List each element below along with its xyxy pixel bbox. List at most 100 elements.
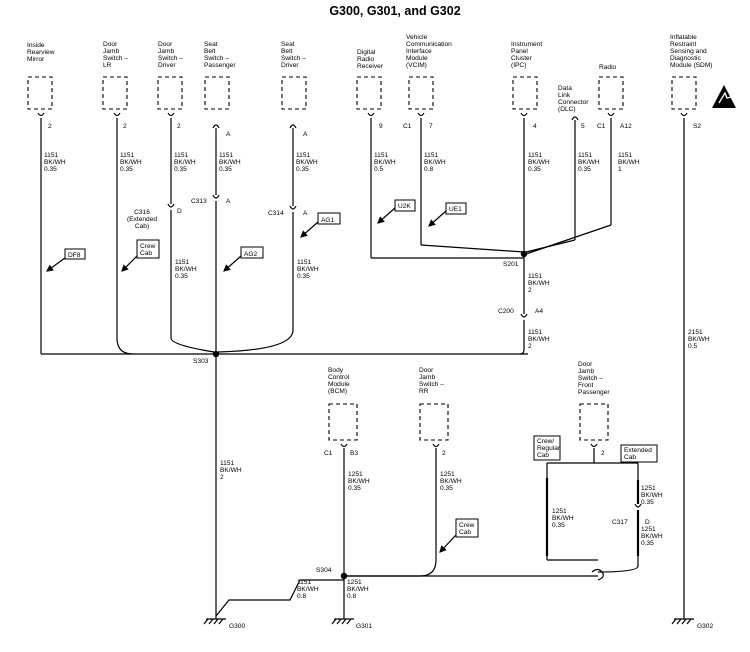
svg-text:S304: S304 [316, 567, 332, 574]
svg-text:U2K: U2K [398, 203, 411, 210]
svg-text:4: 4 [533, 123, 537, 130]
svg-text:2: 2 [177, 123, 181, 130]
svg-text:B3: B3 [350, 450, 358, 457]
svg-text:Radio: Radio [599, 64, 617, 71]
svg-text:AG2: AG2 [244, 251, 258, 258]
svg-text:C313: C313 [191, 198, 207, 205]
svg-text:S2: S2 [693, 123, 701, 130]
svg-text:DF8: DF8 [68, 252, 81, 259]
splice-s201 [520, 250, 528, 258]
svg-text:C200: C200 [498, 308, 514, 315]
svg-text:S303: S303 [193, 358, 209, 365]
svg-text:2: 2 [123, 123, 127, 130]
svg-text:D: D [177, 208, 182, 215]
svg-text:2: 2 [601, 450, 605, 457]
svg-text:A: A [226, 131, 231, 138]
svg-text:C1: C1 [324, 450, 333, 457]
svg-text:A4: A4 [535, 308, 543, 315]
svg-text:2: 2 [442, 450, 446, 457]
option-df8: DF8 [46, 248, 86, 272]
option-ue1: UE1 [428, 202, 467, 227]
option-ag1: AG1 [300, 212, 341, 238]
svg-text:G300: G300 [229, 623, 245, 630]
esd-warning-icon [712, 85, 736, 108]
svg-text:AG1: AG1 [321, 217, 335, 224]
splice-s303 [212, 350, 220, 358]
ground-g301: G301 [331, 618, 372, 630]
svg-text:A: A [303, 210, 308, 217]
svg-text:C1: C1 [597, 123, 606, 130]
ground-g300: G300 [203, 618, 245, 630]
svg-text:UE1: UE1 [449, 206, 462, 213]
svg-text:G301: G301 [356, 623, 372, 630]
ground-g302: G302 [671, 618, 713, 630]
svg-text:A: A [303, 131, 308, 138]
page-title: G300, G301, and G302 [329, 4, 460, 18]
svg-text:S201: S201 [503, 261, 519, 268]
svg-text:C314: C314 [268, 210, 284, 217]
svg-text:9: 9 [379, 123, 383, 130]
svg-text:C1: C1 [403, 123, 412, 130]
svg-text:7: 7 [429, 123, 433, 130]
lower-wiring [215, 448, 642, 619]
option-u2k: U2K [377, 199, 416, 224]
svg-text:5: 5 [581, 123, 585, 130]
component-radio: Radio C1 A12 [597, 64, 632, 130]
svg-text:G302: G302 [697, 623, 713, 630]
